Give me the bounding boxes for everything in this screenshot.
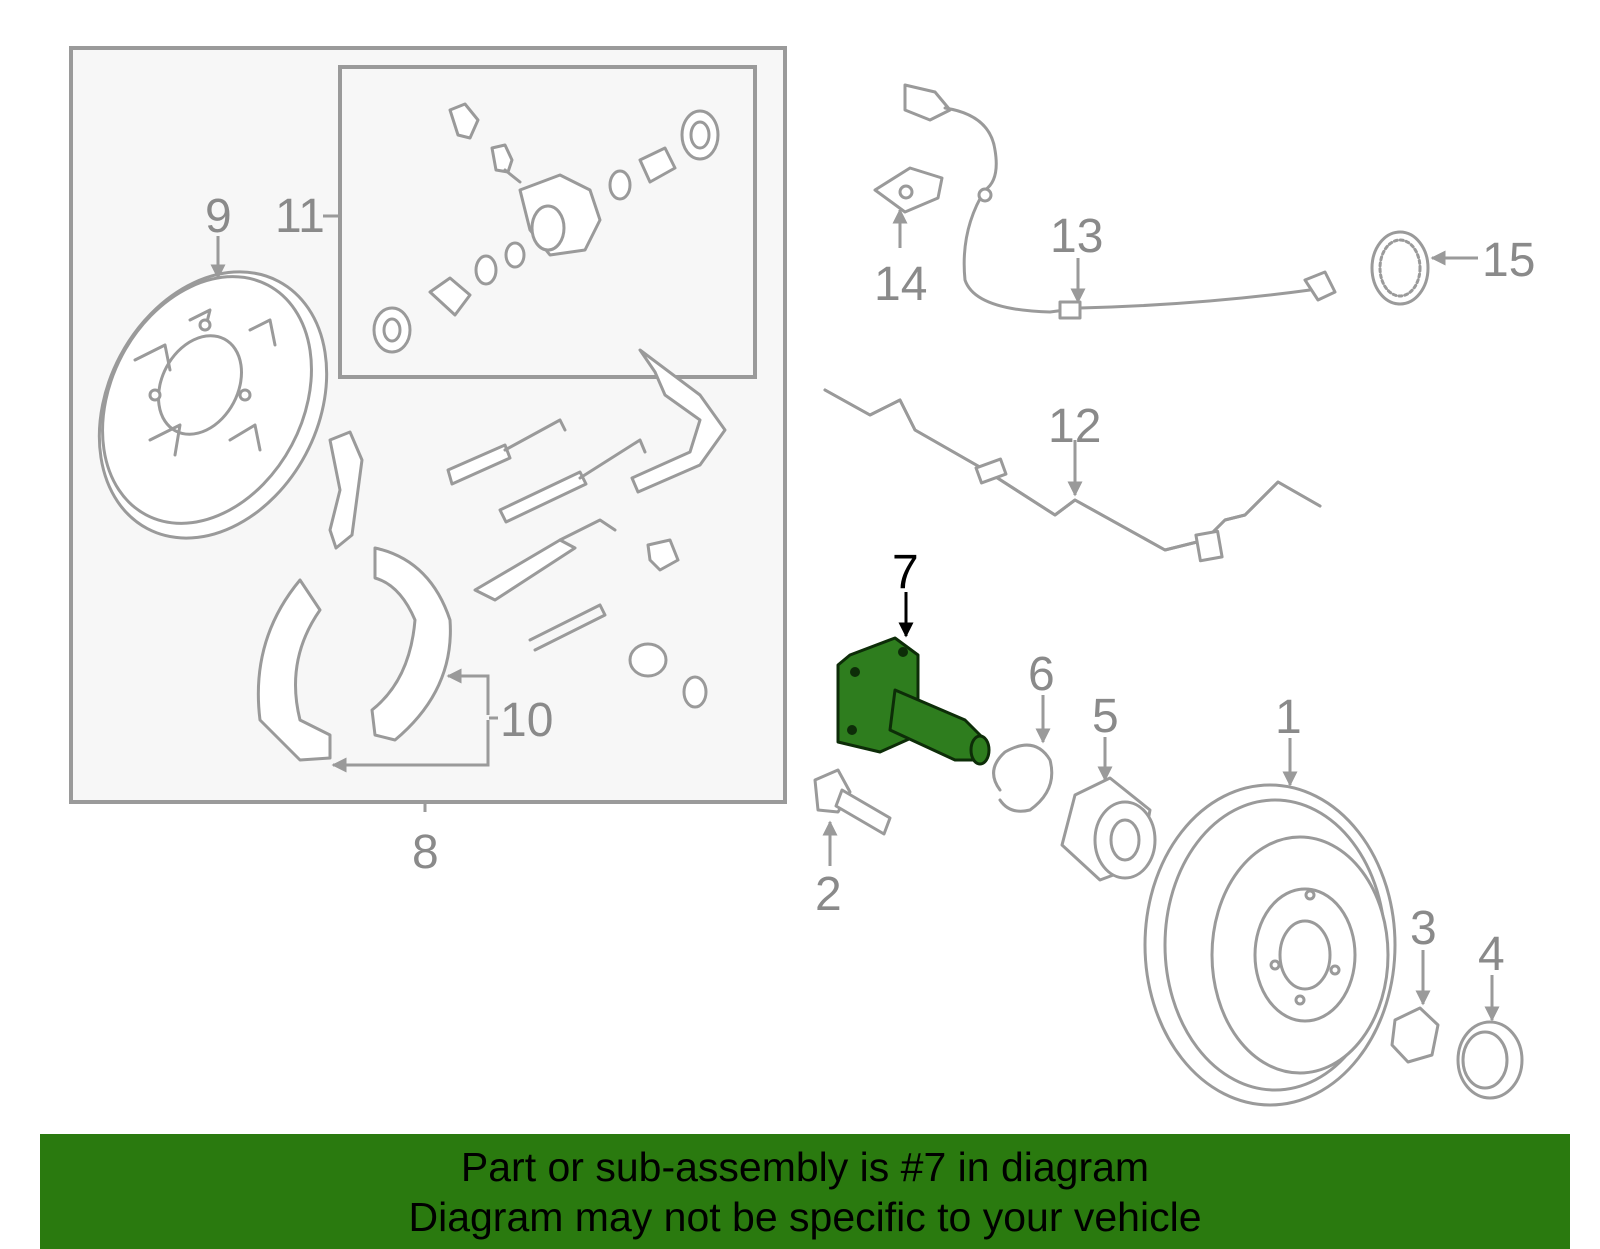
callout-4: 4 [1478, 928, 1505, 981]
banner-line-disclaimer: Diagram may not be specific to your vehi… [408, 1194, 1202, 1240]
abs-tone-ring [1370, 230, 1430, 306]
callout-10: 10 [500, 694, 553, 747]
wheel-cylinder [372, 102, 720, 354]
hub-bolt [813, 768, 892, 836]
callout-13: 13 [1050, 210, 1103, 263]
callout-1: 1 [1275, 691, 1302, 744]
sensor-bracket [873, 166, 944, 214]
callout-7: 7 [892, 546, 919, 599]
callout-6: 6 [1028, 648, 1055, 701]
banner-line-part: Part or sub-assembly is #7 in diagram [460, 1144, 1150, 1190]
callout-2: 2 [815, 868, 842, 921]
abs-sensor [903, 83, 1337, 320]
brake-line [823, 388, 1322, 563]
callout-9: 9 [205, 190, 232, 243]
grease-cap [1456, 1020, 1524, 1100]
info-banner: Part or sub-assembly is #7 in diagram Di… [40, 1134, 1570, 1249]
spindle-highlighted [836, 636, 991, 766]
callout-3: 3 [1410, 902, 1437, 955]
callout-5: 5 [1092, 690, 1119, 743]
callout-11: 11 [275, 190, 325, 243]
callout-15: 15 [1482, 234, 1535, 287]
callout-12: 12 [1048, 400, 1101, 453]
snap-ring [992, 743, 1054, 813]
leader-lines [210, 208, 1500, 1022]
brake-hardware [446, 348, 727, 709]
hub-nut [1390, 1006, 1440, 1064]
wheel-bearing [1060, 776, 1157, 882]
callout-14: 14 [874, 258, 927, 311]
brake-drum [1143, 783, 1397, 1107]
callout-numbers: 9 11 10 8 14 13 15 12 7 6 5 1 2 3 4 [205, 190, 1535, 981]
brake-shoes [256, 430, 452, 762]
callout-8: 8 [412, 826, 439, 879]
backing-plate [97, 270, 329, 540]
